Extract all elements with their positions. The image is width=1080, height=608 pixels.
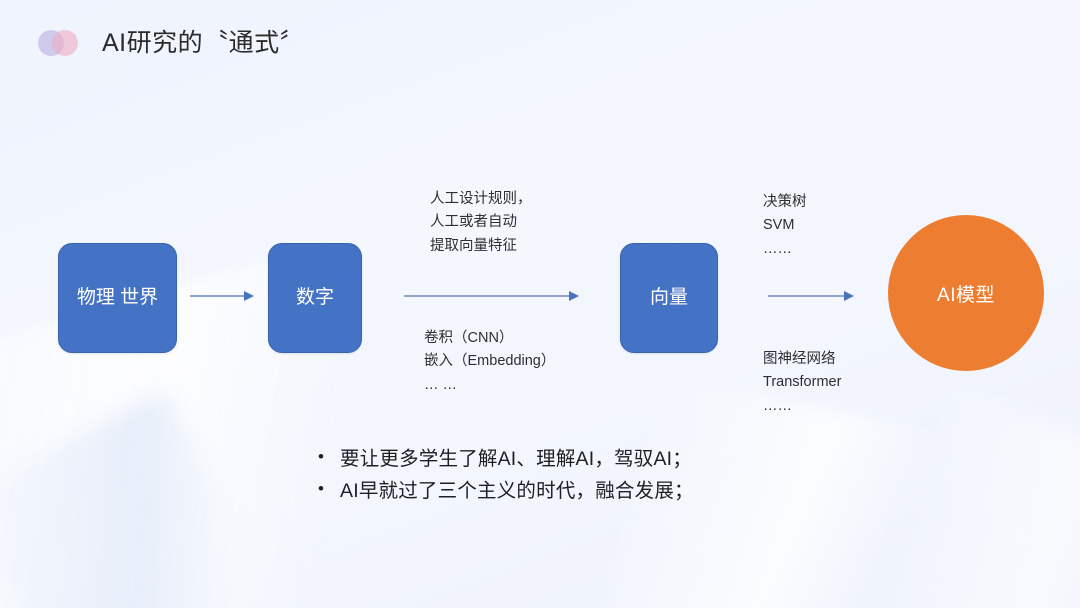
circle-right-icon bbox=[52, 30, 78, 56]
background-streak-right bbox=[827, 386, 1080, 608]
flow-arrow-digits-to-vector bbox=[404, 290, 579, 302]
flow-node-ai-model[interactable]: AI模型 bbox=[888, 215, 1044, 371]
list-item: • 要让更多学生了解AI、理解AI，驾驭AI； bbox=[318, 443, 694, 475]
bullet-text: AI早就过了三个主义的时代，融合发展； bbox=[340, 480, 694, 503]
list-item: • AI早就过了三个主义的时代，融合发展； bbox=[318, 475, 694, 507]
two-circles-icon bbox=[38, 30, 90, 56]
bullet-marker: • bbox=[318, 447, 325, 466]
bullet-marker: • bbox=[318, 479, 325, 499]
arrow-head-icon bbox=[569, 291, 579, 301]
arrow-shaft bbox=[190, 295, 244, 297]
annotation-modern-models: 图神经网络 Transformer …… bbox=[763, 351, 842, 414]
annotation-feature-engineering: 人工设计规则， 人工或者自动 提取向量特征 bbox=[430, 191, 532, 254]
arrow-shaft bbox=[768, 295, 844, 297]
annotation-classic-models: 决策树 SVM …… bbox=[763, 194, 807, 257]
annotation-representation-methods: 卷积（CNN） 嵌入（Embedding） … … bbox=[424, 330, 556, 393]
arrow-head-icon bbox=[844, 291, 854, 301]
flow-node-physical-world[interactable]: 物理 世界 bbox=[58, 243, 177, 353]
slide-title-row: AI研究的〝通式〞 bbox=[38, 30, 305, 56]
flow-node-vector[interactable]: 向量 bbox=[620, 243, 718, 353]
page-title: AI研究的〝通式〞 bbox=[102, 28, 306, 57]
arrow-head-icon bbox=[244, 291, 254, 301]
arrow-shaft bbox=[404, 295, 569, 297]
flow-node-digits[interactable]: 数字 bbox=[268, 243, 362, 353]
bullet-text: 要让更多学生了解AI、理解AI，驾驭AI； bbox=[340, 448, 692, 470]
flow-arrow-physical-to-digits bbox=[190, 290, 254, 302]
background-streak-lower-left bbox=[0, 388, 287, 608]
flow-arrow-vector-to-model bbox=[768, 290, 854, 302]
bullet-list: • 要让更多学生了解AI、理解AI，驾驭AI； • AI早就过了三个主义的时代，… bbox=[318, 443, 694, 508]
